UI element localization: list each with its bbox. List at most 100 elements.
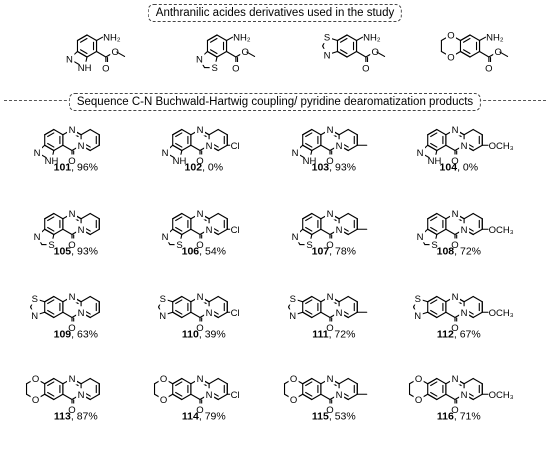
- ring-nitrogen: N: [452, 209, 459, 220]
- bond: [305, 391, 313, 397]
- bond: [217, 295, 228, 303]
- bond: [338, 377, 349, 385]
- bridgehead-nitrogen: N: [78, 141, 85, 152]
- bond: [175, 309, 183, 315]
- amine-group: NH₂: [233, 33, 251, 44]
- methoxy-substituent: OCH₃: [489, 308, 514, 319]
- bond: [89, 295, 100, 303]
- carbonyl-oxygen: O: [68, 323, 75, 334]
- bond: [463, 295, 474, 303]
- bond: [469, 34, 481, 42]
- bond: [53, 295, 64, 303]
- bond: [436, 128, 447, 136]
- chloro-substituent: Cl: [231, 141, 240, 152]
- bond: [79, 37, 88, 43]
- thiazole-sulfur: S: [324, 33, 330, 44]
- bond: [209, 37, 218, 43]
- carbonyl-oxygen: O: [68, 156, 75, 167]
- bond: [44, 377, 55, 385]
- ester-oxygen: O: [495, 47, 502, 58]
- thiazole-nitrogen: N: [289, 311, 296, 322]
- bond: [208, 128, 219, 136]
- bond: [463, 212, 474, 220]
- bond: [62, 228, 73, 236]
- bond: [436, 295, 447, 303]
- bond: [181, 144, 192, 152]
- bridgehead-nitrogen: N: [336, 141, 343, 152]
- bridgehead-nitrogen: N: [206, 390, 213, 401]
- bond: [478, 50, 490, 58]
- ring-nitrogen: N: [69, 292, 76, 303]
- compound-yield: , 71%: [454, 410, 481, 422]
- dioxane-oxygen: O: [290, 374, 297, 385]
- bond: [47, 381, 55, 387]
- bond: [53, 144, 64, 152]
- bond: [79, 49, 88, 55]
- bond: [47, 299, 55, 305]
- bond: [47, 391, 55, 397]
- bond: [305, 299, 313, 305]
- methoxy-substituent: OCH₃: [489, 390, 514, 401]
- bond: [472, 311, 483, 319]
- bond: [436, 212, 447, 220]
- thiazole-sulfur: S: [211, 63, 217, 74]
- bond: [478, 36, 487, 42]
- bond: [44, 393, 55, 401]
- carbonyl-oxygen: O: [196, 156, 203, 167]
- compound-number: 102: [185, 161, 203, 173]
- bond: [53, 377, 64, 385]
- compound-yield: , 63%: [71, 328, 98, 340]
- dioxane-oxygen: O: [32, 395, 39, 406]
- bond: [472, 128, 483, 136]
- bond: [206, 34, 218, 42]
- ring-nitrogen: N: [327, 125, 334, 136]
- bond: [430, 226, 438, 232]
- bond: [436, 228, 447, 236]
- bond: [62, 393, 73, 401]
- bond: [445, 393, 456, 401]
- bond: [320, 228, 331, 236]
- compound-yield: , 79%: [199, 410, 226, 422]
- bond: [427, 393, 438, 401]
- compound-yield: , 0%: [202, 161, 223, 173]
- thiazole-nitrogen: N: [196, 54, 203, 65]
- compound-number: 103: [312, 161, 330, 173]
- ring-nitrogen: N: [69, 374, 76, 385]
- compound-number: 101: [54, 161, 72, 173]
- bond: [225, 36, 234, 42]
- bond: [206, 50, 218, 58]
- bond: [53, 228, 64, 236]
- ring-nitrogen: N: [197, 125, 204, 136]
- product-caption: 105, 93%: [54, 245, 98, 257]
- bond: [181, 128, 192, 136]
- bond: [355, 36, 364, 42]
- carbonyl-oxygen: O: [326, 405, 333, 416]
- bond: [181, 228, 192, 236]
- bond: [459, 50, 471, 58]
- bond: [436, 144, 447, 152]
- product-caption: 111, 72%: [312, 328, 355, 340]
- compound-yield: , 93%: [329, 161, 356, 173]
- carbonyl-oxygen: O: [451, 405, 458, 416]
- bond: [302, 393, 313, 401]
- compound-yield: , 72%: [454, 245, 481, 257]
- bond: [80, 212, 91, 220]
- product-caption: 107, 78%: [312, 245, 356, 257]
- bond: [217, 212, 228, 220]
- bond: [62, 311, 73, 319]
- compound-number: 109: [54, 328, 72, 340]
- product-caption: 108, 72%: [437, 245, 481, 257]
- ring-nitrogen: N: [452, 125, 459, 136]
- dioxane-oxygen: O: [415, 395, 422, 406]
- ring-nitrogen: N: [327, 209, 334, 220]
- bond: [347, 228, 358, 236]
- bond: [190, 393, 201, 401]
